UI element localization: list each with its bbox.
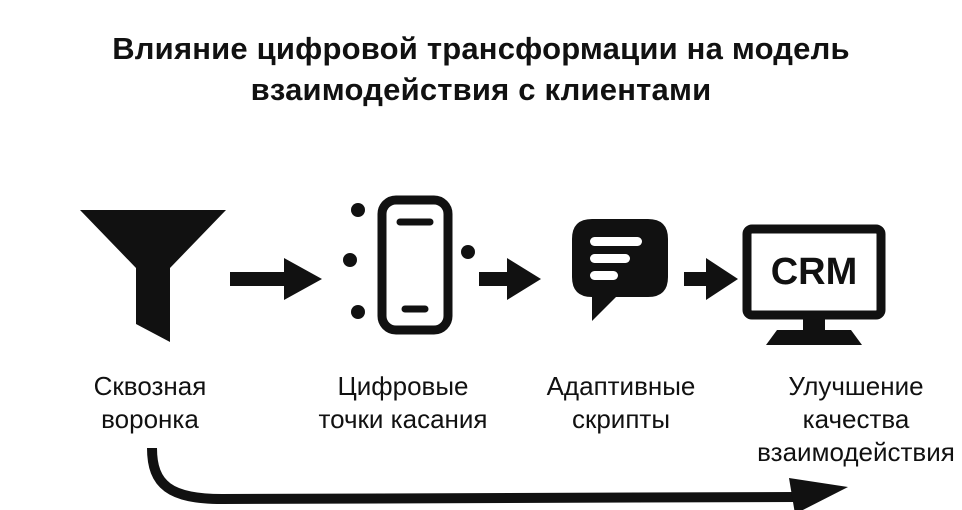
funnel-shape <box>80 210 226 342</box>
funnel-icon <box>74 202 232 348</box>
stage-label-touchpoints: Цифровые точки касания <box>318 371 488 434</box>
arrow-right-icon-1 <box>230 258 322 300</box>
arrow-right-icon-2 <box>479 258 541 300</box>
stage-label-crm-quality: Улучшение качества взаимодействия <box>757 371 955 467</box>
stage-label-funnel: Сквозная воронка <box>93 371 207 434</box>
stage-label-scripts: Адаптивные скрипты <box>546 371 696 434</box>
crm-monitor-icon: CRM <box>740 222 888 350</box>
arrow-right-icon-3 <box>684 258 738 300</box>
crm-screen-text: CRM <box>771 251 858 293</box>
monitor-shape: CRM <box>742 224 886 345</box>
smartphone-shape <box>343 195 475 335</box>
chat-bubble-icon <box>562 213 674 335</box>
smartphone-touchpoints-icon <box>340 192 478 342</box>
chat-bubble-shape <box>572 219 668 321</box>
diagram-title: Влияние цифровой трансформации на модель… <box>112 31 850 107</box>
